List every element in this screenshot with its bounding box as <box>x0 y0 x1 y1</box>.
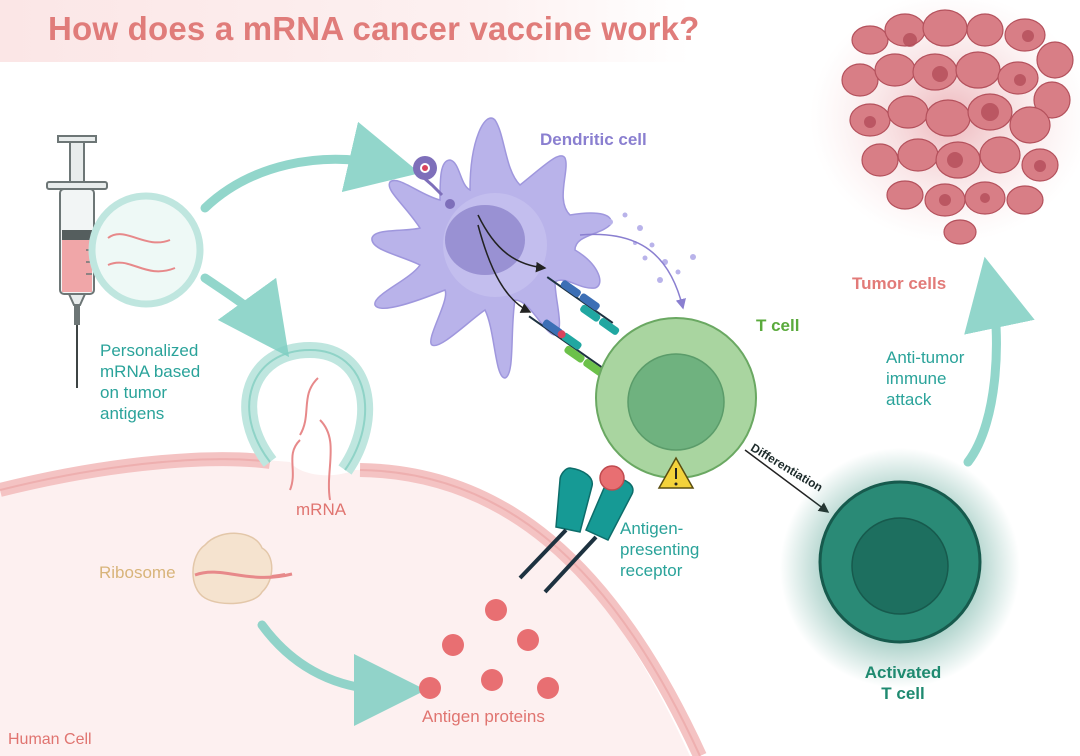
activated-t-cell-label: Activated T cell <box>858 662 948 704</box>
personalized-mrna-line: antigens <box>100 404 165 423</box>
anti-tumor-attack-label: Anti-tumor immune attack <box>886 347 964 410</box>
human-cell-label: Human Cell <box>8 731 92 748</box>
anti-tumor-line: immune <box>886 369 947 388</box>
human-cell <box>0 341 707 756</box>
personalized-mrna-label: Personalized mRNA based on tumor antigen… <box>100 340 200 424</box>
dendritic-cell <box>371 117 612 379</box>
personalized-mrna-line: on tumor <box>100 383 168 402</box>
cytokine-particles <box>607 212 696 283</box>
title-banner <box>0 0 690 62</box>
antigen-presenting-receptor-label: Antigen- presenting receptor <box>620 518 699 581</box>
tumor-cluster <box>810 0 1080 245</box>
receptor-label-line: presenting <box>620 540 700 559</box>
t-cell-label: T cell <box>756 316 800 335</box>
presentation-arrows <box>477 214 547 313</box>
receptor-label-line: receptor <box>620 561 683 580</box>
t-cell <box>595 317 757 479</box>
signal-arrow <box>579 233 686 310</box>
ribosome-icon <box>192 532 293 605</box>
mrna-zoom-bubble <box>88 192 204 308</box>
activated-t-cell <box>780 448 1020 688</box>
activated-t-cell-line: Activated <box>864 663 942 682</box>
receptor-complex <box>528 276 620 376</box>
antigen-proteins <box>419 599 559 699</box>
personalized-mrna-line: Personalized <box>100 341 199 360</box>
tumor-cells-label: Tumor cells <box>852 274 947 293</box>
receptor-icon <box>518 465 634 594</box>
page-title: How does a mRNA cancer vaccine work? <box>48 10 700 47</box>
ribosome-label: Ribosome <box>99 563 176 582</box>
activated-t-cell-line: T cell <box>881 684 925 703</box>
mrna-label: mRNA <box>296 500 347 519</box>
dendritic-cell-label: Dendritic cell <box>540 130 647 149</box>
warning-icon <box>657 456 695 489</box>
receptor-label-line: Antigen- <box>620 519 684 538</box>
anti-tumor-line: Anti-tumor <box>886 348 965 367</box>
personalized-mrna-line: mRNA based <box>100 362 201 381</box>
antigen-proteins-label: Antigen proteins <box>422 707 545 726</box>
anti-tumor-line: attack <box>886 390 932 409</box>
delivery-arrows <box>200 121 1035 726</box>
